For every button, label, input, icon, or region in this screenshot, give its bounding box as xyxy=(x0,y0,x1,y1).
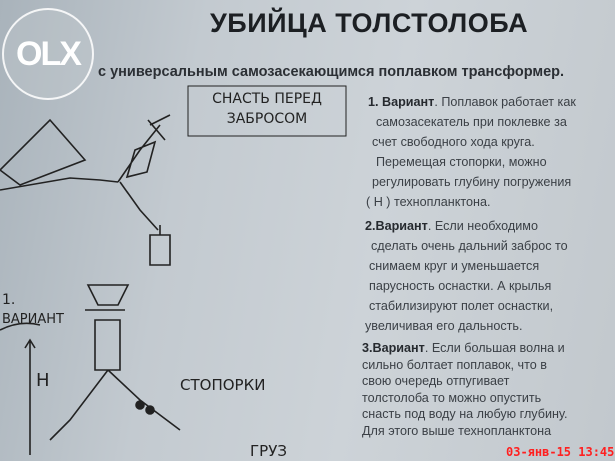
variant-label: 3.Вариант xyxy=(362,341,425,355)
sketch-weight-label: ГРУЗ xyxy=(250,442,287,460)
sketch-h-label: Н xyxy=(36,370,50,391)
sketch-stoppers-label: СТОПОРКИ xyxy=(180,376,266,394)
variant-3: 3.Вариант. Если большая волна и сильно б… xyxy=(362,341,568,438)
sketch-scribble xyxy=(0,322,41,331)
variant-label: 2.Вариант xyxy=(365,219,428,233)
olx-watermark-logo: OLX xyxy=(2,8,94,100)
sketch-wing xyxy=(0,118,119,191)
sketch-label-box xyxy=(187,85,347,137)
subtitle: с универсальным самозасекающимся поплавк… xyxy=(98,64,565,80)
variant-label: 1. Вариант xyxy=(368,95,435,109)
sketch-weight-top xyxy=(119,181,171,266)
sketch-box-label: СНАСТЬ ПЕРЕД ЗАБРОСОМ xyxy=(212,91,322,127)
sketch-float-bottom xyxy=(49,284,181,441)
sketch-variant-number: 1. xyxy=(2,292,16,308)
page-title: УБИЙЦА ТОЛСТОЛОБА xyxy=(210,8,529,38)
sketch-depth-arrow xyxy=(24,338,36,455)
variant-1: 1. Вариант. Поплавок работает как самоза… xyxy=(366,95,576,209)
sketch-variant-label: ВАРИАНТ xyxy=(2,312,64,327)
variant-2: 2.Вариант. Если необходимо сделать очень… xyxy=(365,219,568,333)
sketch-float xyxy=(117,114,171,183)
date-stamp: 03-янв-15 13:45 xyxy=(506,445,615,459)
